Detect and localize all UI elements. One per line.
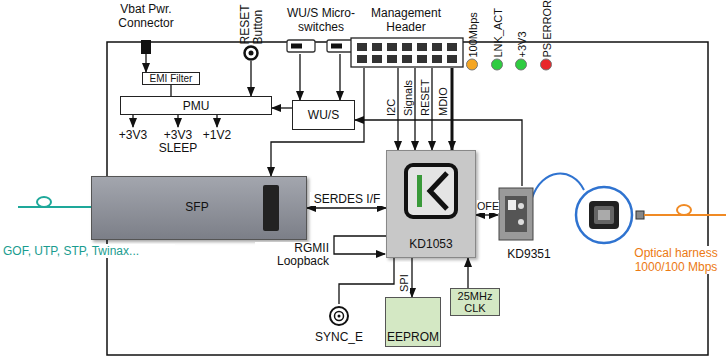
text-label: GOF, UTP, STP, Twinax... (3, 244, 175, 258)
label: PS ERROR (538, 0, 554, 57)
power-connector: Vbat Pwr. Connector (96, 2, 196, 54)
led-symbol (489, 58, 505, 71)
edge-label: OFE (477, 200, 499, 213)
label: KD9351 (498, 247, 560, 261)
copper-cable (18, 197, 91, 207)
rotated-label-frame: I2C (385, 72, 397, 116)
connector (307, 207, 386, 208)
text-label: +3V3 SLEEP (155, 129, 201, 155)
eeprom-box: EEPROM (385, 297, 441, 347)
optical-transceiver: KD9351 (498, 186, 560, 264)
connector (397, 68, 398, 150)
text-label: +3V3 (118, 129, 148, 142)
transceiver-symbol (498, 186, 560, 246)
connector (271, 68, 364, 176)
led-symbol (513, 58, 529, 71)
optical-link (532, 174, 726, 243)
text-label: Optical harness 1000/100 Mbps (628, 246, 724, 274)
management-header: Management Header (343, 6, 469, 68)
rotated-label-frame: Signals (402, 72, 414, 116)
status-led: 100Mbps (464, 0, 480, 71)
connector (431, 68, 432, 150)
switch-wire (339, 54, 340, 100)
coax-symbol (312, 304, 366, 328)
rotated-label-frame: MDIO (437, 72, 449, 116)
wus-box: WU/S (292, 100, 355, 130)
rotated-label-frame: LNK_ACT (489, 0, 505, 57)
connector (451, 68, 454, 150)
text-label: RGMII Loopback (255, 242, 329, 268)
connector (250, 61, 251, 96)
label: PMU (121, 97, 271, 114)
connector (411, 258, 412, 297)
led-symbol (538, 58, 554, 71)
connector (170, 85, 171, 96)
connector (272, 107, 292, 108)
status-led: +3V3 (513, 0, 529, 71)
chip: KD1053 (386, 150, 476, 258)
reset-button: RESET Button (236, 1, 266, 61)
pmu-outputs (133, 115, 217, 127)
rotated-label-frame: +3V3 (513, 0, 529, 57)
edge-label: MDIO (437, 72, 449, 116)
label: KD1053 (387, 237, 475, 251)
rgmii-loop (334, 236, 386, 254)
sync-connector: SYNC_E (312, 304, 366, 348)
edge-label: SPI (398, 262, 410, 292)
connector (299, 54, 300, 100)
edge-label: I2C (385, 72, 397, 116)
label: RESET Button (237, 1, 265, 44)
emi-filter: EMI Filter (142, 72, 200, 85)
edge-label: SERDES I/F (310, 192, 384, 206)
label: EEPROM (386, 330, 440, 344)
label: SFP (152, 200, 242, 214)
label: EMI Filter (143, 73, 199, 84)
rotated-label-frame: RESET (419, 72, 431, 116)
label: SYNC_E (312, 330, 366, 344)
label: 25MHz CLK (451, 289, 499, 315)
edge-label: Signals (402, 72, 414, 116)
text-label: +1V2 (202, 129, 232, 142)
rotated-label-frame: PS ERROR (538, 0, 554, 57)
connector (414, 68, 415, 150)
label: WU/S (293, 101, 354, 129)
label: 100Mbps (464, 0, 480, 57)
connector (145, 54, 146, 72)
clock-box: 25MHz CLK (450, 288, 500, 316)
label: LNK_ACT (489, 0, 505, 57)
status-led: LNK_ACT (489, 0, 505, 71)
pmu-box: PMU (120, 96, 272, 115)
status-led: PS ERROR (538, 0, 554, 71)
connector (476, 214, 498, 215)
label: +3V3 (513, 0, 529, 57)
sfp-module: SFP (91, 176, 307, 240)
rotated-label-frame: 100Mbps (464, 0, 480, 57)
label: Vbat Pwr. Connector (106, 2, 186, 30)
rotated-label-frame: RESET Button (237, 1, 265, 44)
edge-label: RESET (419, 72, 431, 116)
rotated-label-frame: SPI (398, 262, 410, 292)
label: WU/S Micro-switches (273, 6, 369, 34)
connector (467, 258, 468, 288)
led-symbol (464, 58, 480, 71)
label: Management Header (361, 6, 451, 34)
